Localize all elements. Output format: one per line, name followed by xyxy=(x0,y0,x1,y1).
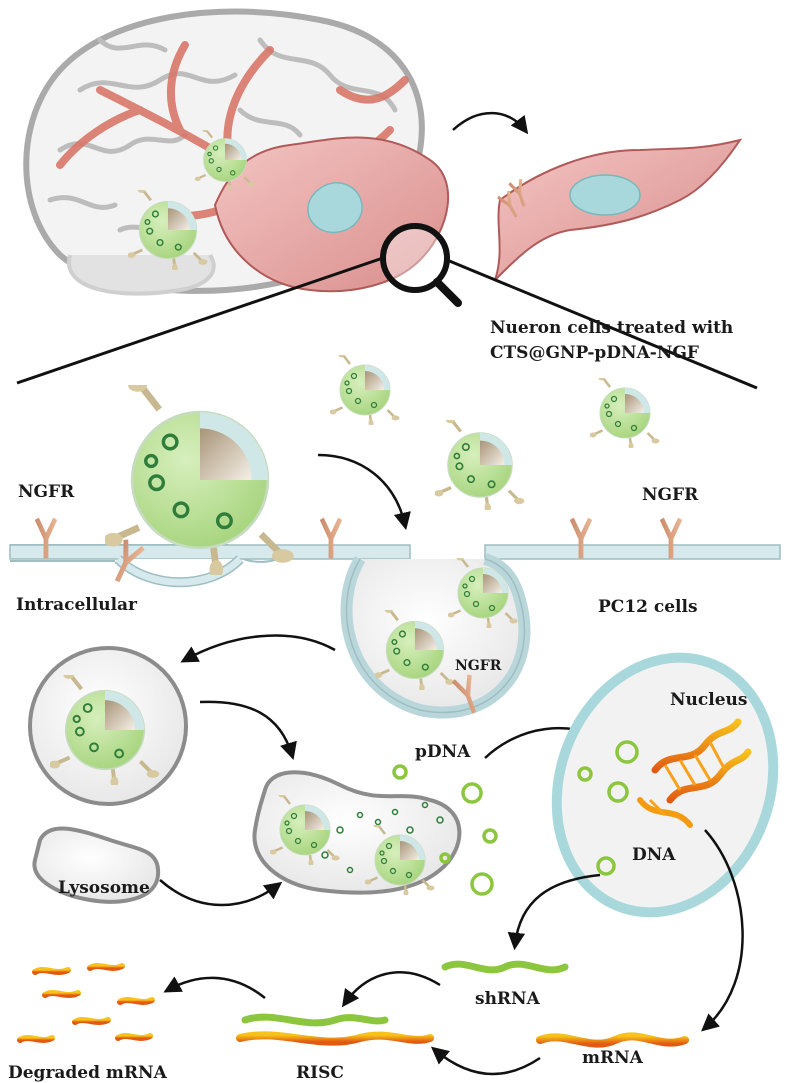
lysosome-label: Lysosome xyxy=(58,878,150,898)
treated-title-line1: Nueron cells treated with xyxy=(490,318,733,338)
nucleus xyxy=(551,652,779,918)
risc-complex xyxy=(236,1013,434,1046)
mrna-label: mRNA xyxy=(582,1048,644,1068)
cell-membrane xyxy=(9,544,781,588)
dna-helix-icon xyxy=(637,718,752,828)
dna-label: DNA xyxy=(632,845,676,865)
intracellular-label: Intracellular xyxy=(16,595,138,615)
pdna-rings xyxy=(392,764,498,896)
neuron-cell-icon xyxy=(213,136,450,293)
nucleus-label: Nucleus xyxy=(670,690,747,710)
magnifier-icon xyxy=(380,223,462,307)
shrna xyxy=(441,960,569,974)
treated-title-line2: CTS@GNP-pDNA-NGF xyxy=(490,343,699,363)
ngfr-label-vesicle: NGFR xyxy=(455,658,502,674)
pdna-label: pDNA xyxy=(415,742,471,762)
ngfr-label-left: NGFR xyxy=(18,482,75,502)
mrna xyxy=(536,1032,689,1048)
degraded-mrna xyxy=(17,963,155,1043)
lysosome xyxy=(32,826,161,904)
risc-label: RISC xyxy=(296,1063,344,1083)
shrna-label: shRNA xyxy=(475,989,541,1009)
degraded-label: Degraded mRNA xyxy=(8,1063,168,1083)
pc12-label: PC12 cells xyxy=(598,597,698,617)
ngfr-label-right: NGFR xyxy=(642,485,699,505)
neuron-cell-icon xyxy=(494,138,743,281)
